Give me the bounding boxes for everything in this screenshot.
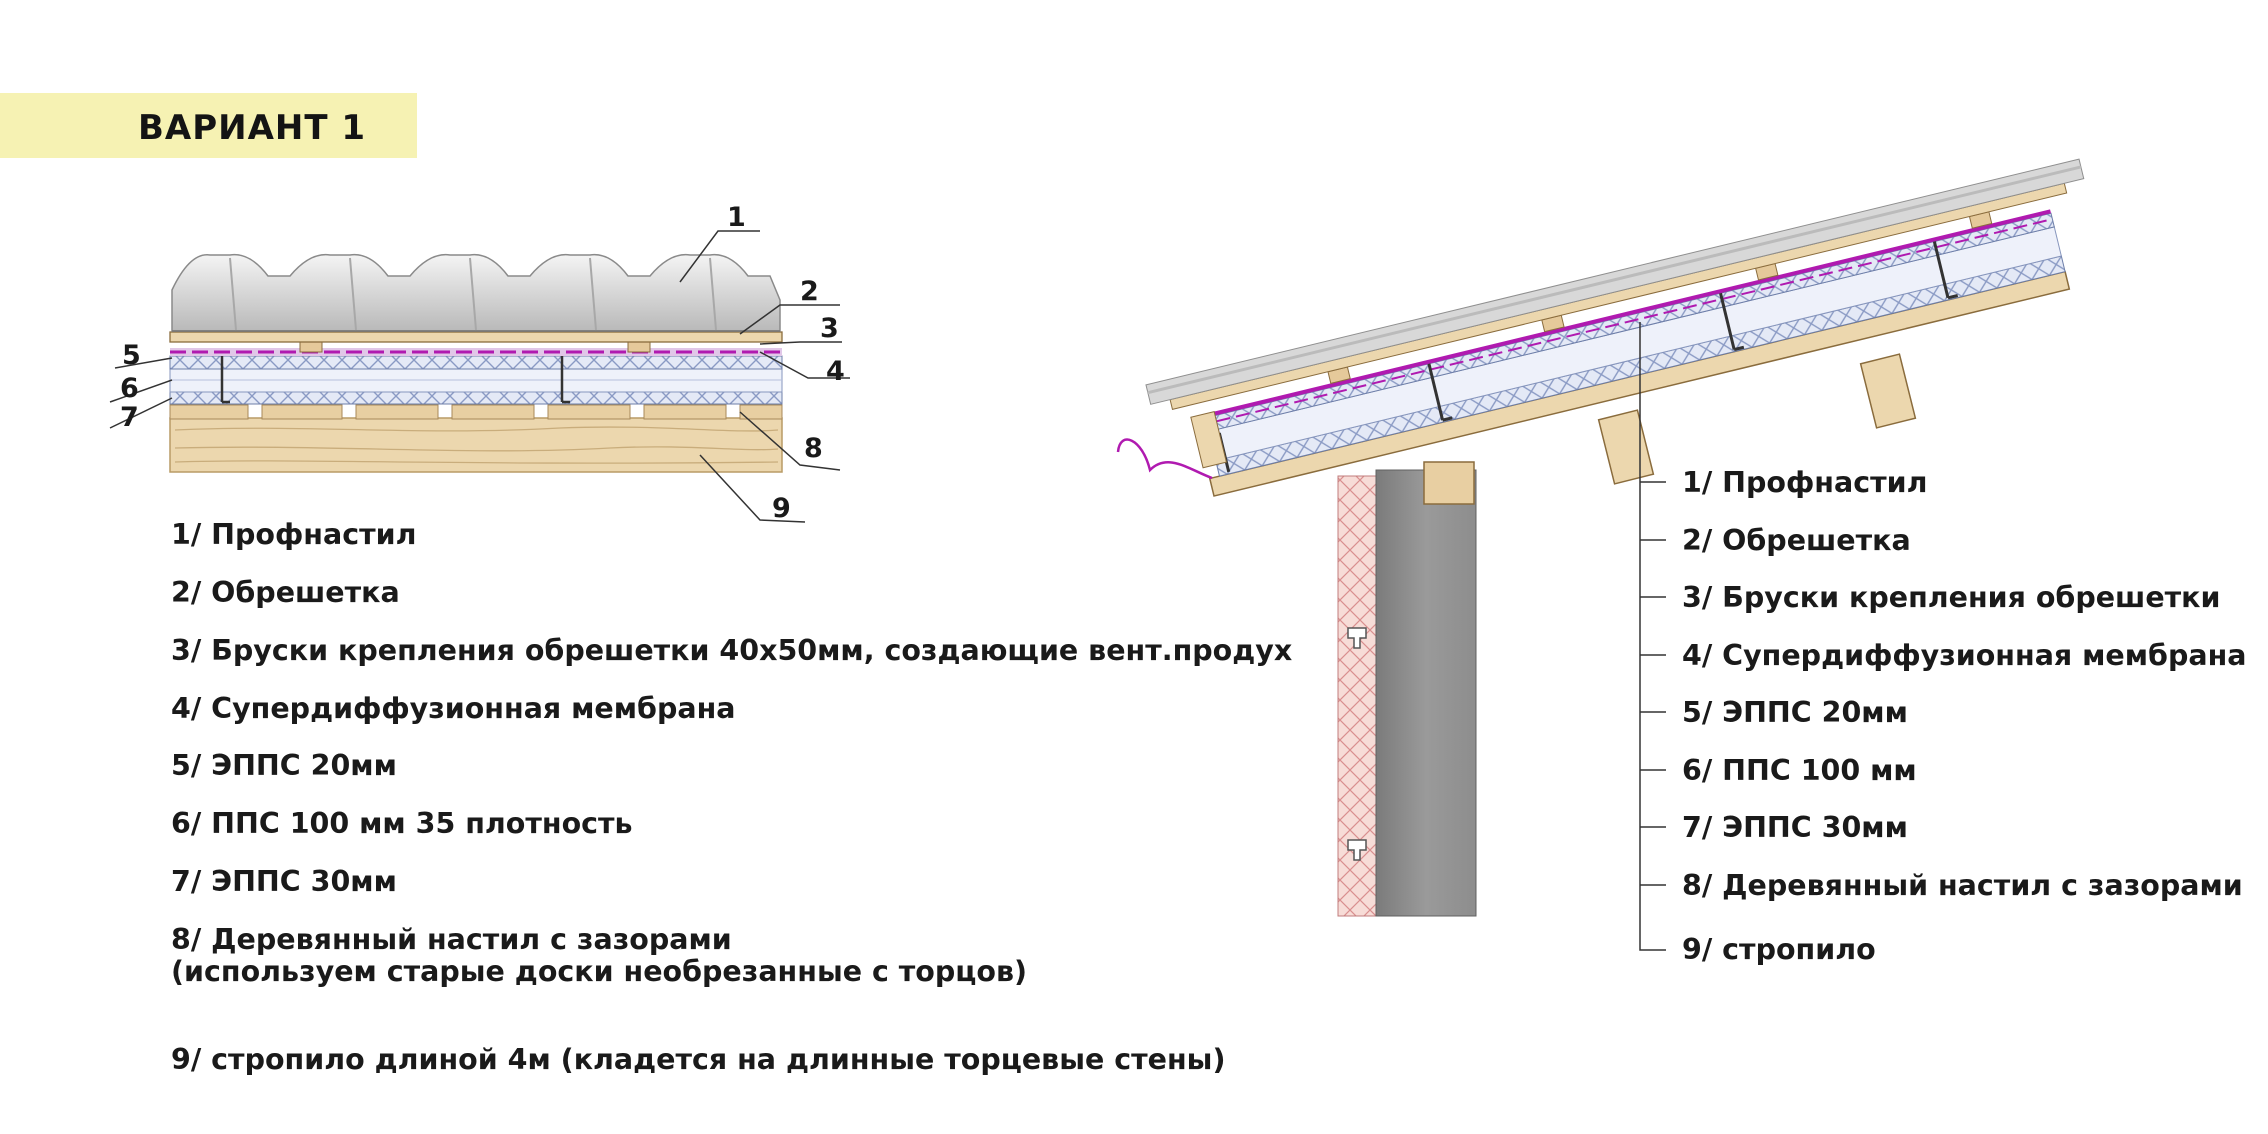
legend-left-item-8: 8/ Деревянный настил с зазорами: [171, 923, 732, 956]
legend-left-item-5: 5/ ЭППС 20мм: [171, 749, 397, 782]
legend-right-item-8: 8/ Деревянный настил с зазорами: [1682, 869, 2243, 902]
callout-leaders: [109, 230, 850, 523]
xps30-layer: [169, 390, 783, 405]
wall: [1375, 469, 1477, 917]
eave-detail-drawing: [1116, 158, 2085, 951]
legend-left-item-6: 6/ ППС 100 мм 35 плотность: [171, 807, 633, 840]
legend-right-item-1: 1/ Профнастил: [1682, 466, 1928, 499]
legend-right-item-4: 4/ Супердиффузионная мембрана: [1682, 639, 2247, 672]
legend-left-item-1: 1/ Профнастил: [171, 518, 417, 551]
section-diagram: 1 2 3 4 5 6 7 8 9: [109, 202, 850, 524]
callout-6: 6: [120, 373, 139, 404]
membrane-drip: [1116, 438, 1213, 480]
legend-left-item-2: 2/ Обрешетка: [171, 576, 400, 609]
legend-right-item-6: 6/ ППС 100 мм: [1682, 754, 1917, 787]
wood-deck-layer: [169, 404, 783, 420]
legend-leader: [1639, 322, 1666, 951]
legend-left-item-7: 7/ ЭППС 30мм: [171, 865, 397, 898]
legend-right-item-7: 7/ ЭППС 30мм: [1682, 811, 1908, 844]
legend-right-item-2: 2/ Обрешетка: [1682, 524, 1911, 557]
callout-1: 1: [727, 202, 746, 233]
callout-7: 7: [120, 402, 139, 433]
rafter-layer: [169, 417, 783, 473]
lathing-layer: [169, 331, 783, 343]
rafter: [1597, 409, 1655, 485]
legend-right-item-3: 3/ Бруски крепления обрешетки: [1682, 581, 2221, 614]
roof-profiled-sheet: [1145, 158, 2085, 405]
roof-membrane: [1194, 209, 2051, 421]
legend-left-item-9: 9/ стропило длиной 4м (кладется на длинн…: [171, 1043, 1226, 1076]
legend-left-item-8-note: (используем старые доски необрезанные с …: [171, 955, 1028, 988]
membrane-layer: [170, 348, 782, 356]
legend-right-item-5: 5/ ЭППС 20мм: [1682, 696, 1908, 729]
title-banner: [0, 93, 417, 158]
legend-left-item-3: 3/ Бруски крепления обрешетки 40х50мм, с…: [171, 634, 1293, 667]
callout-9: 9: [772, 493, 791, 524]
page-title: ВАРИАНТ 1: [138, 108, 367, 148]
xps20-layer: [169, 355, 783, 370]
legend-left-item-4: 4/ Супердиффузионная мембрана: [171, 692, 736, 725]
legend-right-item-9: 9/ стропило: [1682, 933, 1876, 966]
callout-4: 4: [826, 356, 845, 387]
callout-3: 3: [820, 313, 839, 344]
profiled-sheet-layer: [171, 253, 781, 332]
callout-5: 5: [122, 340, 141, 371]
callout-labels: 1 2 3 4 5 6 7 8 9: [120, 202, 845, 524]
callout-8: 8: [804, 433, 823, 464]
callout-2: 2: [800, 276, 819, 307]
